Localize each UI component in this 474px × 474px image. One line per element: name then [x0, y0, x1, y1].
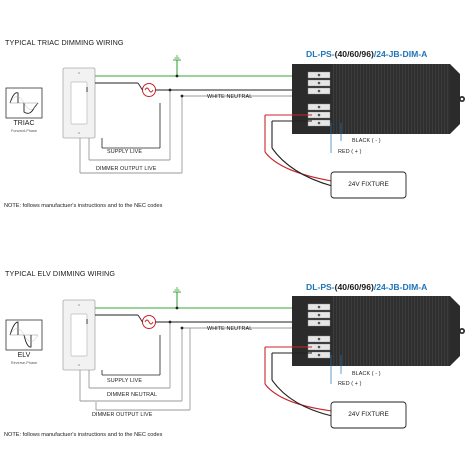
supply-live-label: SUPPLY LIVE: [107, 149, 143, 155]
dimmer-switch-icon: [62, 299, 96, 371]
ground-wire: [95, 60, 292, 77]
led-driver-icon: [292, 64, 465, 134]
section-title: TYPICAL ELV DIMMING WIRING: [5, 269, 116, 278]
fixture-icon: [330, 401, 407, 429]
dimmer-type-label: ELV: [17, 352, 31, 359]
fixture-icon: [330, 171, 407, 199]
model-mid: (40/60/96): [334, 282, 374, 292]
elv-section: [5, 287, 465, 429]
dimmer-output-live-label: DIMMER OUTPUT LIVE: [92, 412, 153, 418]
white-neutral-label: WHITE NEUTRAL: [207, 94, 253, 100]
note-text: NOTE: follows manufactuer's instructions…: [4, 203, 163, 209]
model-mid: (40/60/96): [334, 49, 374, 59]
triac-section: [5, 55, 465, 199]
red-wire-label: RED ( + ): [338, 381, 362, 387]
supply-live-label: SUPPLY LIVE: [107, 378, 143, 384]
ground-icon: [173, 287, 181, 293]
model-number: DL-PS-(40/60/96)/24-JB-DIM-A: [306, 49, 427, 59]
model-suffix: /24-JB-DIM-A: [373, 49, 428, 59]
led-driver-icon: [292, 296, 465, 366]
black-wire-label: BLACK ( - ): [352, 371, 381, 377]
dimmer-switch-icon: [62, 67, 96, 139]
black-wire-label: BLACK ( - ): [352, 138, 381, 144]
section-title: TYPICAL TRIAC DIMMING WIRING: [5, 38, 124, 47]
ac-source-icon: [142, 315, 156, 329]
dimmer-phase-label: Reverse-Phase: [10, 361, 38, 365]
triac-waveform-icon: [5, 87, 43, 119]
model-prefix: DL-PS-: [306, 49, 335, 59]
note-text: NOTE: follows manufactuer's instructions…: [4, 432, 163, 438]
ground-wire: [95, 292, 292, 309]
ground-icon: [173, 55, 181, 61]
elv-waveform-icon: [5, 319, 43, 351]
fixture-label: 24V FIXTURE: [348, 181, 389, 188]
dimmer-neutral-label: DIMMER NEUTRAL: [107, 392, 157, 398]
white-neutral-label: WHITE NEUTRAL: [207, 326, 253, 332]
model-prefix: DL-PS-: [306, 282, 335, 292]
dimmer-phase-label: Forward-Phase: [11, 129, 37, 133]
dimmer-output-live-label: DIMMER OUTPUT LIVE: [96, 166, 157, 172]
fixture-label: 24V FIXTURE: [348, 411, 389, 418]
model-suffix: /24-JB-DIM-A: [373, 282, 428, 292]
model-number: DL-PS-(40/60/96)/24-JB-DIM-A: [306, 282, 427, 292]
dimmer-type-label: TRIAC: [13, 120, 35, 127]
ac-source-icon: [142, 83, 156, 97]
red-wire-label: RED ( + ): [338, 149, 362, 155]
